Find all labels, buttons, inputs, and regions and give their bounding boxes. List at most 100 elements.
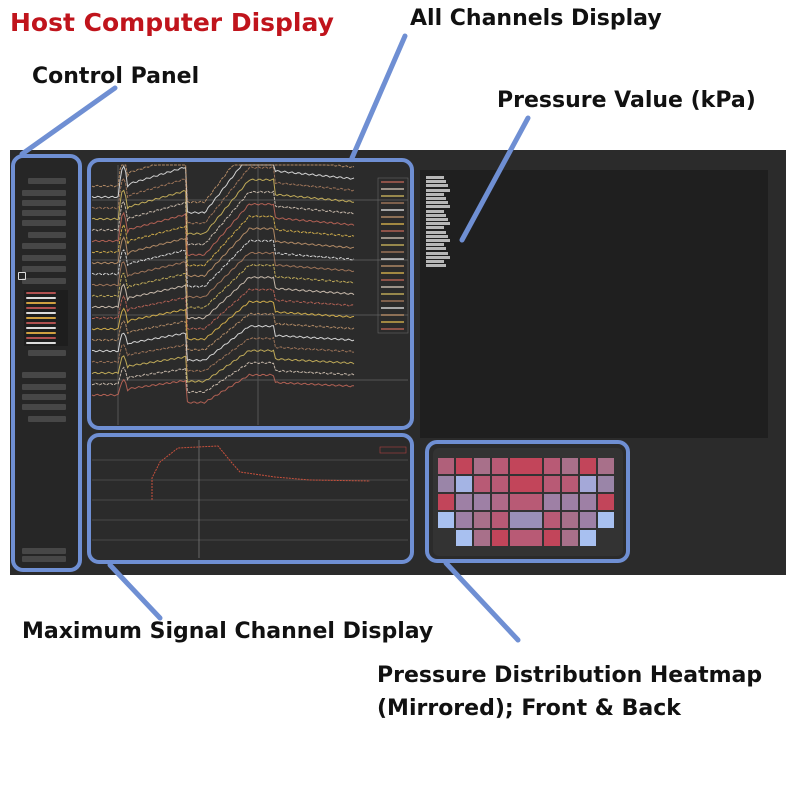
control-field[interactable] [28, 416, 66, 422]
heatmap-cell-back [580, 458, 596, 474]
heatmap-cell-back [598, 494, 614, 510]
channel-trace [91, 324, 355, 362]
channel-trace [91, 361, 355, 394]
heatmap-highlight [425, 440, 630, 563]
pressure-value-row [426, 213, 446, 217]
control-field[interactable] [22, 200, 66, 206]
label-all-channels: All Channels Display [410, 6, 662, 31]
control-field[interactable] [22, 266, 66, 272]
channel-trace [91, 214, 355, 267]
channel-list-item[interactable] [26, 337, 56, 339]
channel-trace [91, 312, 355, 352]
channel-trace [91, 190, 355, 246]
heatmap-cell-front [456, 494, 472, 510]
control-field[interactable] [28, 232, 66, 238]
control-field[interactable] [22, 243, 66, 249]
label-control-panel: Control Panel [32, 64, 200, 89]
control-field[interactable] [22, 190, 66, 196]
pressure-value-row [426, 260, 444, 263]
pressure-value-row [426, 255, 450, 259]
channel-trace [91, 239, 355, 288]
heatmap-cell-front [474, 476, 490, 492]
label-heatmap: Pressure Distribution Heatmap [377, 663, 763, 688]
heatmap-cell-front [492, 494, 508, 510]
heatmap-cell-front [474, 458, 490, 474]
channel-list-item[interactable] [26, 312, 56, 314]
channel-list-item[interactable] [26, 317, 56, 319]
heatmap-cell-back [580, 494, 596, 510]
channel-trace [91, 300, 355, 341]
control-field[interactable] [22, 210, 66, 216]
heatmap-cell-front [456, 458, 472, 474]
heatmap-cell-back [562, 512, 578, 528]
heatmap-cell-front [438, 512, 454, 528]
heatmap-cell-front [492, 476, 508, 492]
pressure-value-row [426, 192, 444, 196]
channel-trace [91, 373, 354, 404]
control-field[interactable] [22, 384, 66, 390]
pressure-value-row [426, 243, 444, 247]
pressure-value-row [426, 264, 446, 268]
pressure-value-row [426, 251, 448, 255]
channel-trace [91, 166, 355, 225]
channel-list-item[interactable] [26, 342, 56, 344]
channel-list-item[interactable] [26, 322, 56, 324]
heatmap-cell-front [492, 530, 508, 546]
pressure-value-row [426, 201, 448, 205]
heatmap-cell-back [562, 494, 578, 510]
all-channels-highlight [87, 158, 414, 430]
pressure-value-row [426, 205, 450, 209]
control-field[interactable] [22, 255, 66, 261]
control-field[interactable] [28, 350, 66, 356]
control-field[interactable] [22, 556, 66, 562]
heatmap-cell-back [526, 494, 542, 510]
pointer-pressure-value [459, 115, 531, 243]
label-heatmap-sub: (Mirrored); Front & Back [377, 696, 681, 721]
pressure-value-row [426, 176, 444, 179]
control-field[interactable] [28, 178, 66, 184]
control-field[interactable] [22, 548, 66, 554]
pointer-max-signal [107, 562, 163, 621]
heatmap-cell-back [598, 458, 614, 474]
heatmap-cell-back [580, 530, 596, 546]
heatmap-cell-front [474, 530, 490, 546]
channel-trace [91, 178, 355, 236]
pressure-value-row [426, 218, 448, 221]
pressure-value-row [426, 197, 446, 200]
max-signal-trace [151, 445, 371, 500]
channel-list-item[interactable] [26, 292, 56, 294]
control-field[interactable] [22, 394, 66, 400]
control-field[interactable] [22, 372, 66, 378]
heatmap-cell-front [510, 512, 526, 528]
heatmap-cell-front [510, 530, 526, 546]
channel-list-item[interactable] [26, 307, 56, 309]
pressure-value-row [426, 180, 446, 184]
max-signal-highlight [87, 433, 414, 564]
channel-list-item[interactable] [26, 327, 56, 329]
channel-trace [91, 263, 355, 310]
heatmap-cell-front [438, 476, 454, 492]
heatmap-cell-back [598, 512, 614, 528]
figure-title: Host Computer Display [10, 8, 334, 37]
heatmap-cell-front [438, 458, 454, 474]
checkbox[interactable] [18, 272, 26, 280]
pressure-value-row [426, 188, 450, 192]
channel-list-item[interactable] [26, 332, 56, 334]
channel-list-item[interactable] [26, 302, 56, 304]
control-field[interactable] [22, 220, 66, 226]
heatmap-cell-back [544, 458, 560, 474]
control-field[interactable] [22, 404, 66, 410]
label-max-signal: Maximum Signal Channel Display [22, 619, 434, 644]
heatmap-cell-front [510, 494, 526, 510]
control-field[interactable] [22, 278, 66, 284]
heatmap-cell-back [562, 458, 578, 474]
heatmap-cell-back [526, 458, 542, 474]
heatmap-cell-back [580, 476, 596, 492]
heatmap-cell-back [544, 530, 560, 546]
pressure-value-row [426, 226, 444, 230]
heatmap-cell-back [580, 512, 596, 528]
channel-list-item[interactable] [26, 297, 56, 299]
heatmap-cell-back [562, 530, 578, 546]
channel-trace [92, 288, 355, 330]
heatmap-cell-front [438, 494, 454, 510]
